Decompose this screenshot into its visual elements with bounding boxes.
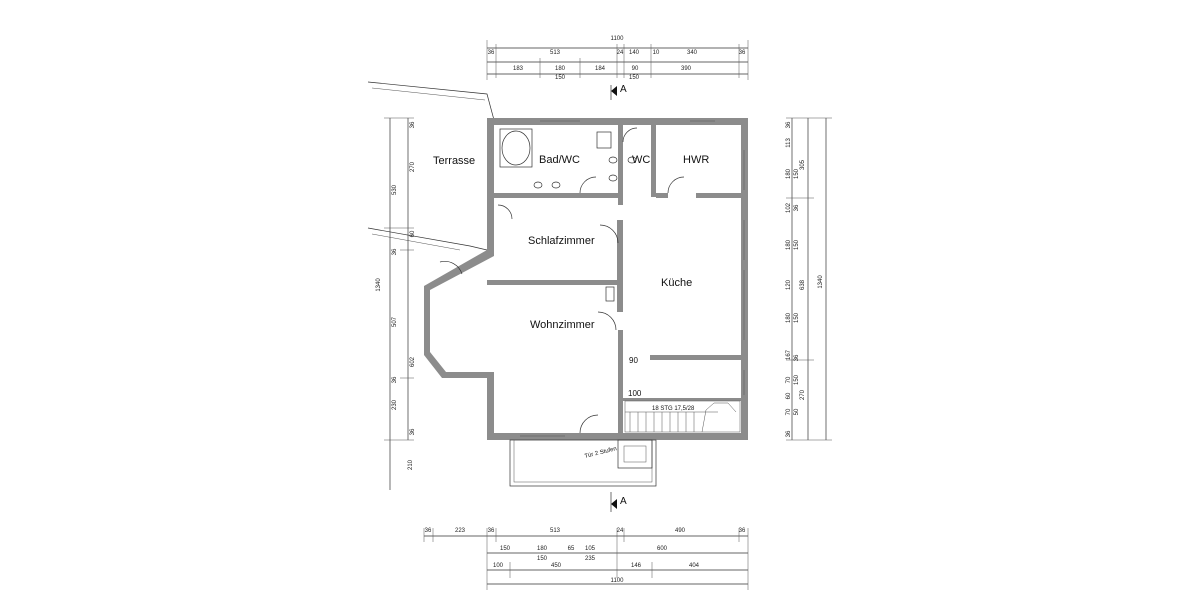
right-dim-180-c: 180	[786, 312, 792, 323]
bathtub	[501, 130, 531, 166]
top-dim-390: 390	[681, 66, 692, 72]
right-dim-36-b: 36	[794, 204, 800, 211]
room-label-terrasse: Terrasse	[433, 155, 475, 167]
stair-label: 18 STG 17,5/28	[652, 406, 695, 412]
bottom-dim-150-b: 150	[537, 556, 548, 562]
left-dim-36-a: 36	[410, 121, 416, 128]
right-dim-36-d: 36	[786, 430, 792, 437]
left-dim-507: 507	[392, 316, 398, 327]
bottom-dim-450: 450	[551, 563, 562, 569]
room-label-bad: Bad/WC	[539, 154, 580, 166]
right-dim-113: 113	[786, 138, 792, 148]
right-dim-180-a: 180	[786, 168, 792, 179]
right-dim-150-d: 150	[794, 374, 800, 385]
bottom-dim-65: 65	[568, 546, 575, 552]
right-dim-70-a: 70	[786, 376, 792, 383]
right-dim-36-a: 36	[786, 121, 792, 128]
top-dim-36-a: 36	[488, 50, 495, 56]
left-dim-602: 602	[410, 356, 416, 367]
bottom-dim-105: 105	[585, 546, 596, 552]
section-label-bottom: A	[620, 496, 627, 507]
bottom-dim-100: 100	[493, 563, 504, 569]
left-dim-210: 210	[408, 459, 414, 470]
right-dim-50: 50	[794, 408, 800, 415]
top-dim-513: 513	[550, 50, 561, 56]
dim-label-100: 100	[628, 389, 642, 398]
bottom-dim-180: 180	[537, 546, 548, 552]
walls	[424, 118, 748, 440]
fixtures	[499, 128, 637, 302]
right-dim-270: 270	[800, 389, 806, 400]
bottom-dim-24: 24	[617, 528, 624, 534]
staircase: 18 STG 17,5/28	[624, 400, 741, 433]
bottom-dim-150: 150	[500, 546, 511, 552]
left-dim-36-c: 36	[392, 376, 398, 383]
top-dim-36-b: 36	[739, 50, 746, 56]
doors	[439, 127, 685, 434]
room-label-wohnzimmer: Wohnzimmer	[530, 319, 595, 331]
top-dim-140: 140	[629, 50, 640, 56]
bottom-dim-total: 1100	[611, 578, 625, 584]
right-dim-150-c: 150	[794, 312, 800, 323]
right-dim-102: 102	[786, 202, 792, 213]
right-dim-638: 638	[800, 279, 806, 290]
top-dim-150-b: 150	[629, 75, 640, 81]
right-dim-36-c: 36	[794, 354, 800, 361]
right-dim-120: 120	[786, 279, 792, 290]
left-dimensions: 530 1340 210 36 270 60 36 507 602 36 230…	[376, 117, 416, 490]
left-dim-1340: 1340	[376, 278, 382, 292]
bottom-dim-146: 146	[631, 563, 642, 569]
right-dim-167: 167	[786, 349, 792, 360]
section-marker-bottom: A	[610, 492, 627, 512]
room-label-wc: WC	[632, 154, 650, 166]
right-dim-150-b: 150	[794, 239, 800, 250]
top-dim-180: 180	[555, 66, 566, 72]
bottom-dim-36-a: 36	[425, 528, 432, 534]
right-dim-150-a: 150	[794, 168, 800, 179]
windows	[520, 120, 745, 437]
section-label-top: A	[620, 84, 627, 95]
handwritten-note: Tür 2 Stufen	[584, 446, 618, 460]
right-dim-70-b: 70	[786, 408, 792, 415]
bottom-dim-513: 513	[550, 528, 561, 534]
bottom-dim-36-b: 36	[488, 528, 495, 534]
top-dim-184: 184	[595, 66, 606, 72]
right-dim-1340: 1340	[818, 275, 824, 289]
right-dim-60: 60	[786, 392, 792, 399]
top-dimensions: 1100 36 513 24 140 10 340 36 183 180 184…	[486, 36, 749, 81]
bottom-dim-36-c: 36	[739, 528, 746, 534]
left-dim-60: 60	[410, 230, 416, 237]
top-dim-340: 340	[687, 50, 698, 56]
bottom-dim-404: 404	[689, 563, 700, 569]
left-dim-530: 530	[392, 184, 398, 195]
bottom-dim-600: 600	[657, 546, 668, 552]
dim-label-90: 90	[629, 356, 638, 365]
left-dim-230: 230	[392, 399, 398, 410]
bottom-dimensions: 36 223 36 513 24 490 36 150 180 65 105 6…	[423, 528, 749, 590]
left-dim-36-b: 36	[392, 248, 398, 255]
top-dim-150-a: 150	[555, 75, 566, 81]
left-dim-36-d: 36	[410, 428, 416, 435]
top-dim-total: 1100	[611, 36, 625, 42]
terrace: Terrasse	[367, 81, 495, 251]
right-dimensions: 1340 305 638 270 36 113 180 150 102 36 1…	[786, 117, 832, 441]
bottom-dim-235: 235	[585, 556, 596, 562]
top-dim-183: 183	[513, 66, 524, 72]
room-label-kueche: Küche	[661, 277, 692, 289]
entrance-porch: Tür 2 Stufen	[509, 439, 657, 487]
bottom-dim-223: 223	[455, 528, 466, 534]
left-dim-270: 270	[410, 161, 416, 172]
top-dim-24: 24	[617, 50, 624, 56]
room-label-hwr: HWR	[683, 154, 709, 166]
section-marker-top: A	[610, 84, 627, 100]
right-dim-305: 305	[800, 159, 806, 170]
top-dim-10: 10	[653, 50, 660, 56]
right-dim-180-b: 180	[786, 239, 792, 250]
bottom-dim-490: 490	[675, 528, 686, 534]
room-label-schlafzimmer: Schlafzimmer	[528, 235, 595, 247]
top-dim-90: 90	[632, 66, 639, 72]
